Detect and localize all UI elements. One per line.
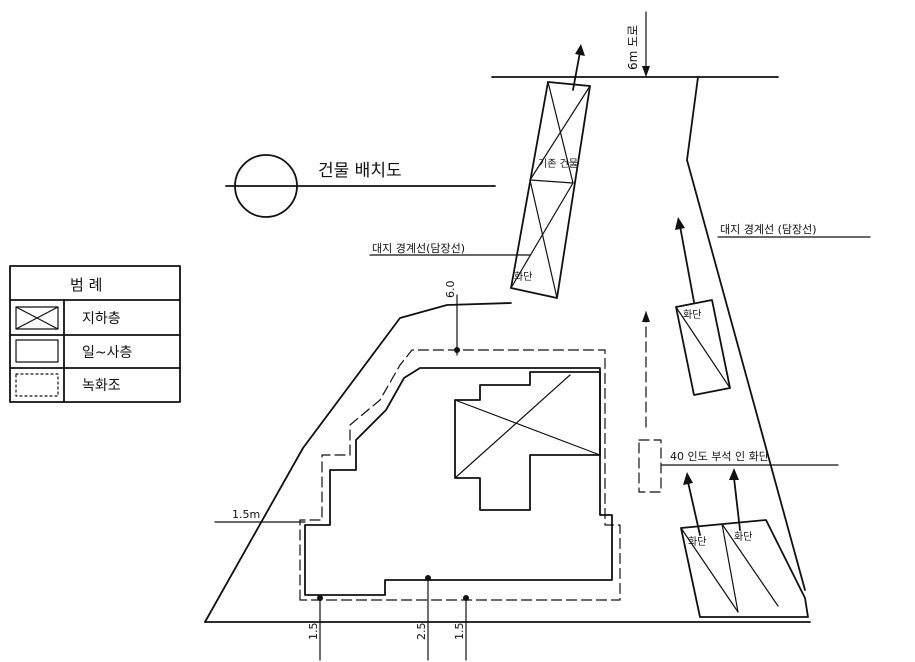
existing-building-label: 기존 건물 (538, 158, 578, 170)
dim-side-label: 6.0 (444, 281, 457, 299)
dim-left-label: 1.5m (232, 508, 260, 521)
lot-b-label: 화단 (734, 531, 752, 543)
sidewalk-label: 40 인도 부석 인 화단 (670, 450, 769, 463)
lot-a-label: 화단 (688, 536, 706, 548)
page-title: 건물 배치도 (318, 161, 402, 181)
legend: 범 례 지하층 일~사층 녹화조 (9, 265, 181, 403)
legend-item-floors: 일~사층 (82, 345, 132, 361)
dim-bottom-2: 2.5 (415, 623, 428, 641)
legend-item-green: 녹화조 (82, 378, 121, 394)
building-outline (304, 367, 613, 596)
entrance-strip: 기존 건물 (510, 44, 591, 299)
right-parking-box: 화단 (675, 217, 731, 396)
basement-block (454, 371, 601, 511)
parking-box-label: 화단 (683, 309, 701, 321)
legend-heading: 범 례 (70, 276, 102, 294)
boundary-right-label: 대지 경계선 (담장선) (720, 223, 817, 236)
right-boundary (686, 76, 806, 591)
building-dashed-outline (299, 349, 621, 601)
legend-item-basement: 지하층 (82, 311, 121, 327)
dim-bottom-1: 1.5 (307, 623, 320, 641)
dim-bottom-3: 1.5 (453, 623, 466, 641)
dim-top-label: 6m 도로 (626, 25, 640, 70)
small-box-label: 화단 (514, 271, 532, 283)
bottom-parking-lots: 화단 화단 (680, 468, 809, 618)
boundary-left-label: 대지 경계선(담장선) (372, 242, 465, 255)
left-boundary (204, 302, 512, 623)
